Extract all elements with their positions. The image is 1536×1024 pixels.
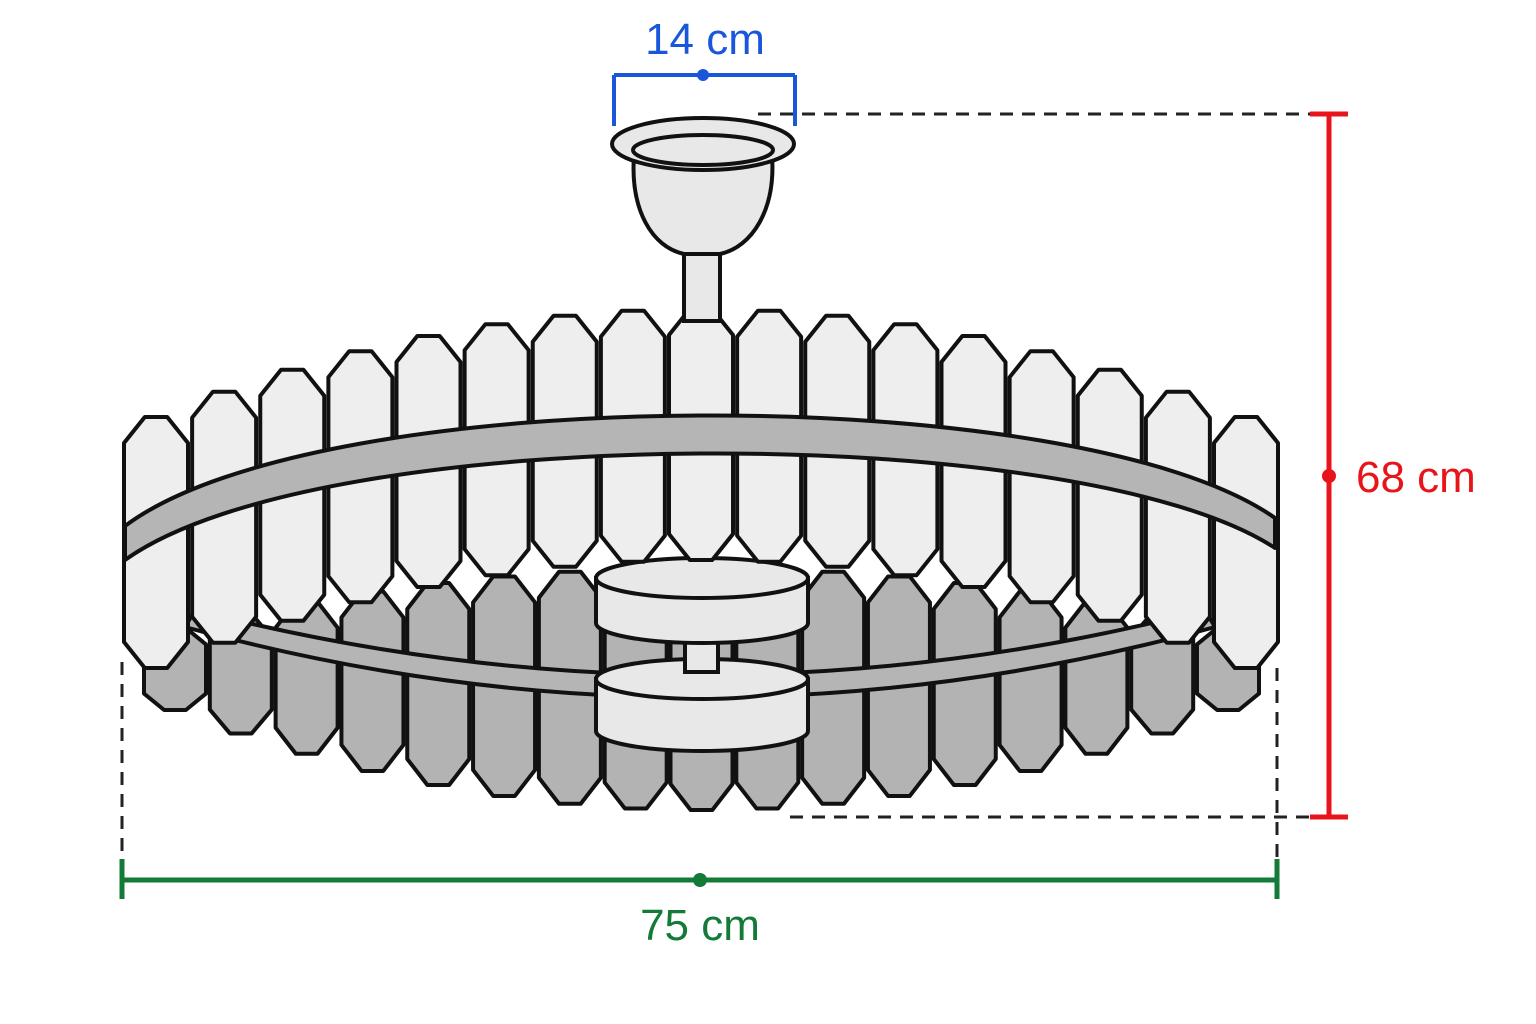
back-crystal	[273, 599, 340, 756]
front-crystal	[1212, 415, 1280, 670]
back-crystal	[931, 581, 998, 787]
ceiling-canopy	[610, 116, 796, 256]
back-crystal	[997, 589, 1064, 773]
front-crystal	[190, 389, 259, 645]
canopy-width-dimension	[612, 69, 797, 126]
stem	[682, 249, 722, 323]
canopy-width-label: 14 cm	[645, 15, 765, 64]
back-crystal	[339, 589, 406, 773]
width-dimension	[119, 859, 1280, 899]
upper-ring	[123, 413, 1277, 562]
extension-guides	[120, 112, 1312, 862]
front-crystal	[1075, 367, 1144, 623]
height-dimension	[1310, 111, 1348, 820]
front-crystal	[1143, 389, 1212, 645]
center-module	[594, 556, 810, 753]
height-label: 68 cm	[1356, 453, 1476, 502]
width-label: 75 cm	[640, 901, 760, 950]
back-crystal	[1063, 599, 1130, 756]
